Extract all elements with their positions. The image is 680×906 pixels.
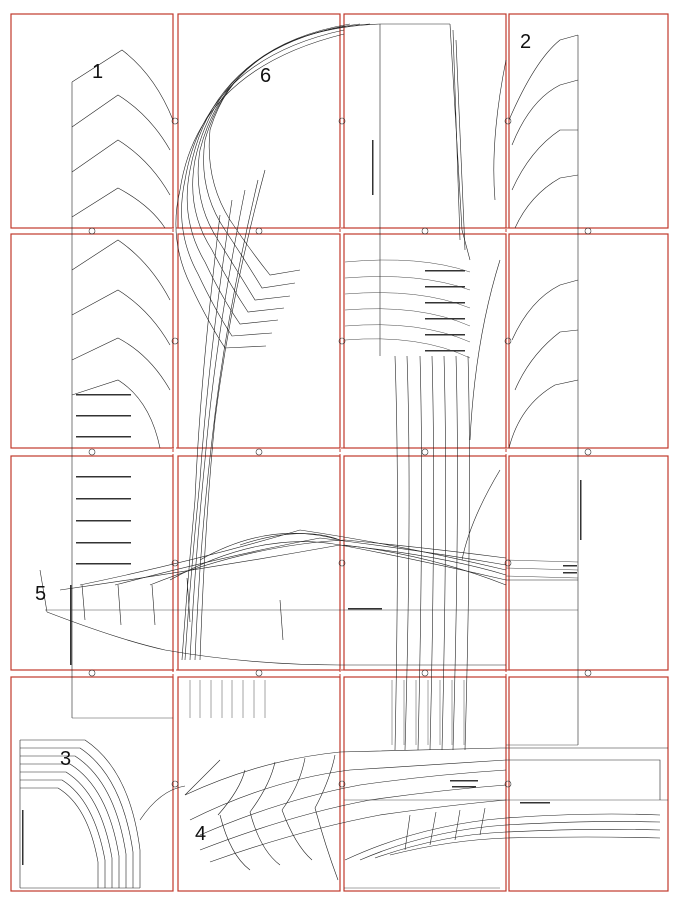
tile-r2c2 <box>177 233 341 449</box>
tile-r1c4 <box>508 13 669 229</box>
tile-r1c2 <box>177 13 341 229</box>
piece-labels: 1 2 3 4 5 6 <box>35 31 531 845</box>
piece-4-outline <box>184 747 668 889</box>
piece-label-3: 3 <box>60 748 71 770</box>
registration-marks <box>88 117 592 788</box>
piece-label-1: 1 <box>92 61 103 83</box>
tile-r2c4 <box>508 233 669 449</box>
piece-5-outline <box>39 529 579 666</box>
piece-3-outline <box>19 739 186 889</box>
piece-label-6: 6 <box>260 65 271 87</box>
piece-2-outline <box>506 34 582 746</box>
piece-label-2: 2 <box>520 31 531 53</box>
tile-r3c4 <box>508 455 669 671</box>
piece-label-5: 5 <box>35 583 46 605</box>
center-panel-outline <box>189 23 507 751</box>
piece-1-outline <box>70 49 174 719</box>
piece-label-4: 4 <box>195 823 206 845</box>
tile-r3c3 <box>343 455 507 671</box>
tile-r4c4 <box>508 676 669 892</box>
tile-r4c2 <box>177 676 341 892</box>
tile-r1c3 <box>343 13 507 229</box>
tile-r2c3 <box>343 233 507 449</box>
piece-6-outline <box>175 23 450 661</box>
